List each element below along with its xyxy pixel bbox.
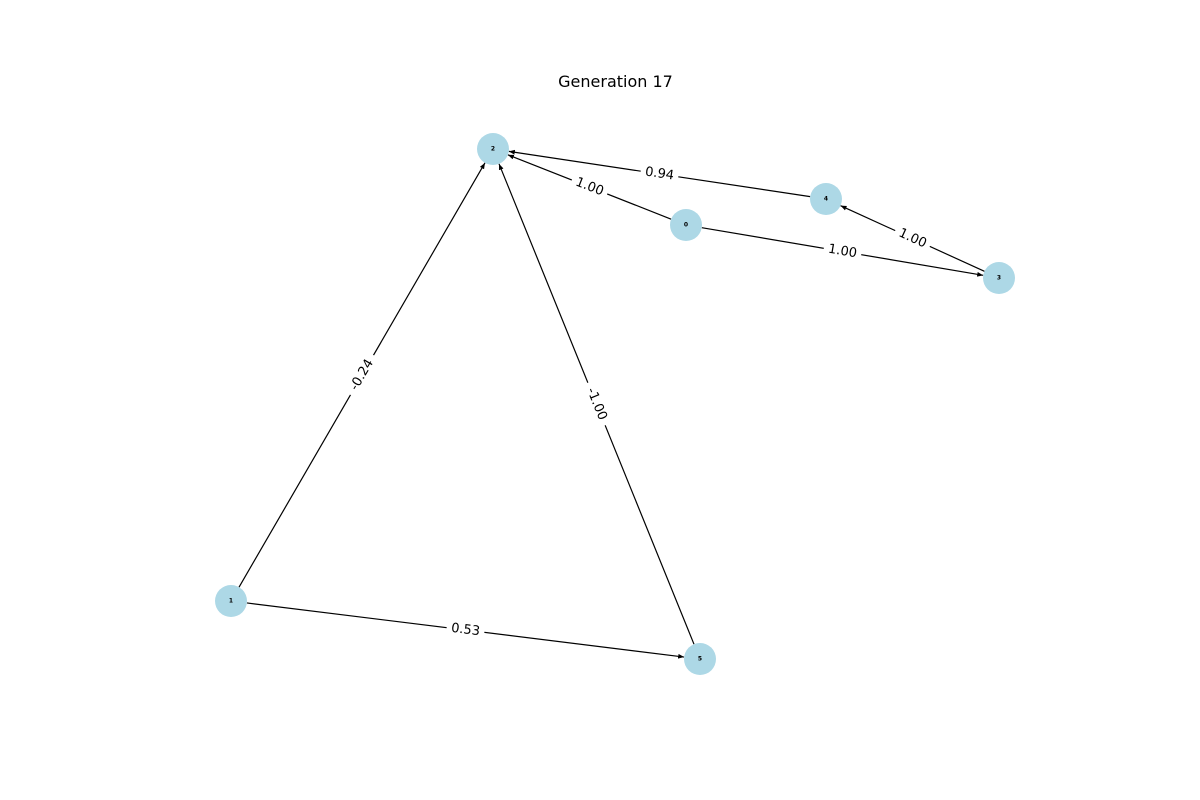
edge-label-1-to-5: 0.53 [445,618,486,642]
node-label: 4 [824,196,828,203]
edge-weight-text: 0.94 [644,164,675,183]
node-2: 2 [477,133,509,165]
node-circle [477,133,509,165]
edge-label-0-to-2: 1.00 [568,171,611,203]
edge-weight-text: -0.24 [347,357,377,394]
edge-labels-layer: -0.24 -1.00 1.00 0.94 1.00 1.00 0.53 [342,162,934,642]
edge-label-background [891,222,934,255]
edge-label-5-to-2: -1.00 [579,379,614,429]
node-label: 1 [229,598,233,605]
node-0: 0 [670,209,702,241]
node-circle [684,643,716,675]
edge-label-0-to-3: 1.00 [822,239,863,264]
nodes-layer: 0 1 2 3 4 5 [215,133,1015,675]
node-circle [215,585,247,617]
node-1: 1 [215,585,247,617]
edge-weight-text: 0.53 [450,621,481,639]
edge-label-3-to-4: 1.00 [891,222,934,255]
node-label: 2 [491,146,495,153]
node-circle [983,262,1015,294]
node-circle [670,209,702,241]
node-label: 5 [698,656,702,663]
edge-weight-text: 1.00 [827,242,858,262]
edge-label-background [342,350,382,400]
node-3: 3 [983,262,1015,294]
node-5: 5 [684,643,716,675]
edge-label-background [579,379,614,429]
edges-layer [238,149,985,659]
edge-label-background [568,171,611,203]
edge-label-background [639,162,680,186]
edge-label-4-to-2: 0.94 [639,162,680,186]
edge-label-1-to-2: -0.24 [342,350,382,400]
edge-label-background [822,239,863,264]
node-label: 0 [684,222,688,229]
diagram-title: Generation 17 [558,72,673,91]
node-circle [810,183,842,215]
node-4: 4 [810,183,842,215]
node-label: 3 [997,275,1001,282]
edge-label-background [445,618,486,642]
